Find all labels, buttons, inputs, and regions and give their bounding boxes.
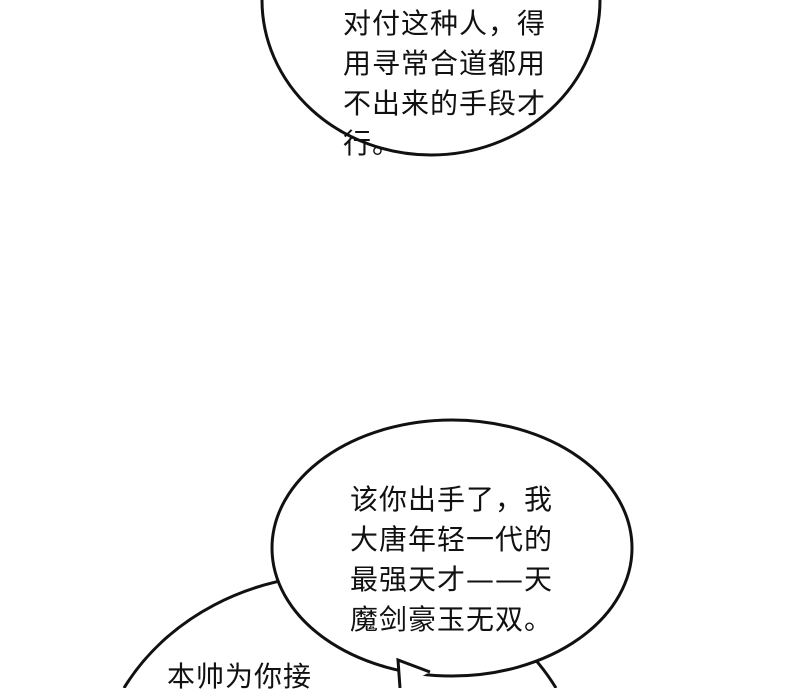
text-line: 该你出手了，我 [350, 483, 554, 516]
bubble-2-text: 该你出手了，我 大唐年轻一代的 最强天才——天 魔剑豪玉无双。 [350, 480, 553, 640]
text-line: 不出来的手段才 [343, 87, 547, 120]
text-line: 对付这种人，得 [343, 7, 547, 40]
text-line: 魔剑豪玉无双。 [350, 603, 554, 636]
text-line: 本帅为你接 [167, 660, 313, 693]
bubble-3-text: 本帅为你接 [167, 660, 313, 693]
speech-bubble-2 [270, 418, 634, 678]
bubble-1-text: 对付这种人，得 用寻常合道都用 不出来的手段才 行。 [343, 4, 546, 164]
speech-bubble-1 [260, 0, 602, 157]
text-line: 用寻常合道都用 [343, 47, 547, 80]
text-line: 大唐年轻一代的 [350, 523, 554, 556]
bubble-tail [396, 657, 431, 688]
text-line: 行。 [343, 127, 402, 160]
text-line: 最强天才——天 [350, 563, 554, 596]
